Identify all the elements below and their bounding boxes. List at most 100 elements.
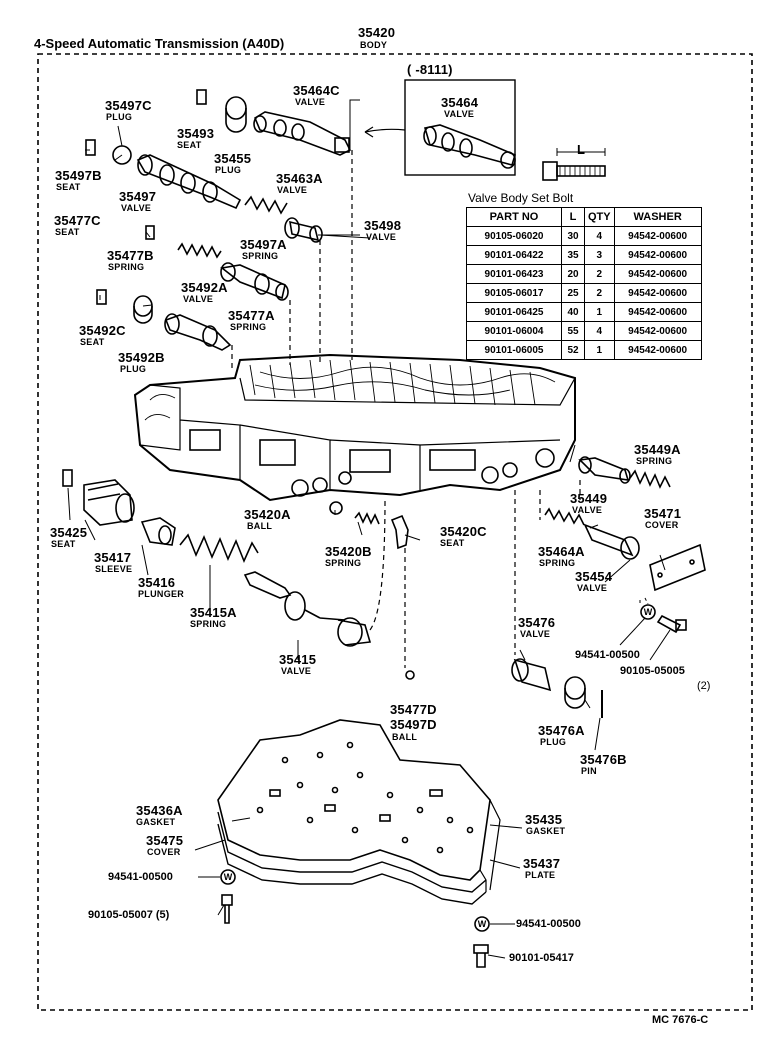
bolt-qty: 1 — [584, 340, 615, 360]
bolt-qty: 4 — [584, 321, 615, 341]
part-name-35437: PLATE — [525, 870, 556, 880]
bolt-dimension-icon — [542, 148, 606, 181]
part-number-35476: 35476 — [518, 615, 556, 630]
bolt-washer: 94542-00600 — [613, 283, 702, 303]
bolt-part-no: 90101-06425 — [466, 302, 562, 322]
bolt-part-no: 90101-06005 — [466, 340, 562, 360]
part-number-35475: 35475 — [146, 833, 184, 848]
part-name-35420a: BALL — [247, 521, 273, 531]
part-name-35416: PLUNGER — [138, 589, 185, 599]
part-name-35464a: SPRING — [539, 558, 576, 568]
assembly-frame — [37, 53, 753, 1011]
bolt-washer: 94542-00600 — [613, 321, 702, 341]
ball-35420a-icon — [329, 501, 343, 515]
bolt-90101-05417-label: 90101-05417 — [509, 952, 574, 964]
part-name-35420b: SPRING — [325, 558, 362, 568]
bolt-qty: 2 — [584, 264, 615, 284]
part-name-35436a: GASKET — [136, 817, 176, 827]
part-number-35416: 35416 — [138, 575, 176, 590]
bolt-90105-05005-qty: (2) — [697, 680, 711, 692]
part-number-35420c: 35420C — [440, 524, 487, 539]
bolt-length: 25 — [561, 283, 585, 303]
part-name-35464c: VALVE — [295, 97, 326, 107]
part-number-35471: 35471 — [644, 506, 682, 521]
seat-35420c-drawing — [390, 514, 409, 550]
seat-35477c-drawing — [145, 225, 155, 240]
part-number-35463a: 35463A — [276, 171, 323, 186]
part-name-35477a: SPRING — [230, 322, 267, 332]
bolt-qty: 3 — [584, 245, 615, 265]
washer-mark-right: W — [644, 607, 653, 617]
part-name-35476: VALVE — [520, 629, 551, 639]
spring-35497a-drawing — [244, 195, 288, 215]
bolt-washer: 94542-00600 — [613, 245, 702, 265]
part-name-35464: VALVE — [444, 109, 475, 119]
part-number-35449: 35449 — [570, 491, 608, 506]
part-name-35493: SEAT — [177, 140, 202, 150]
part-name-35497d: BALL — [392, 732, 418, 742]
part-number-35455: 35455 — [214, 151, 252, 166]
part-number-35435: 35435 — [525, 812, 563, 827]
part-name-35415: VALVE — [281, 666, 312, 676]
part-number-35493: 35493 — [177, 126, 215, 141]
part-number-35477d: 35477D — [390, 702, 437, 717]
part-name-35435: GASKET — [526, 826, 566, 836]
washer-mark-bottom: W — [478, 919, 487, 929]
part-name-35449: VALVE — [572, 505, 603, 515]
part-number-35477a: 35477A — [228, 308, 275, 323]
washer-mark-left: W — [224, 872, 233, 882]
inset-arrow — [364, 128, 406, 133]
bolt-washer: 94542-00600 — [613, 340, 702, 360]
part-number-35477b: 35477B — [107, 248, 154, 263]
bolt-part-no: 90101-06423 — [466, 264, 562, 284]
bolt-part-no: 90101-06422 — [466, 245, 562, 265]
part-number-35417: 35417 — [94, 550, 132, 565]
part-name-35415a: SPRING — [190, 619, 227, 629]
valve-35415-drawing — [243, 571, 372, 647]
bolt-90105-05007-drawing — [221, 894, 233, 924]
spring-35420b-drawing — [354, 511, 380, 525]
bolt-table-header: PART NO — [466, 207, 562, 227]
bolt-part-no: 90105-06017 — [466, 283, 562, 303]
plunger-35416-drawing — [140, 517, 176, 546]
valve-35492b-drawing — [164, 313, 232, 351]
part-number-35437: 35437 — [523, 856, 561, 871]
inset-box — [404, 79, 516, 176]
part-name-35420c: SEAT — [440, 538, 465, 548]
valve-35498-drawing — [284, 217, 323, 243]
bolt-washer: 94542-00600 — [613, 302, 702, 322]
part-number-35454: 35454 — [575, 569, 613, 584]
seat-35425-drawing — [62, 469, 73, 487]
part-name-35497a: SPRING — [242, 251, 279, 261]
washer-94541-00500-right-icon — [640, 604, 656, 620]
part-name-35497c: PLUG — [106, 112, 133, 122]
bolt-length: 52 — [561, 340, 585, 360]
plate-stack-drawing — [217, 719, 501, 905]
part-name-35425: SEAT — [51, 539, 76, 549]
bolt-table-header: WASHER — [613, 207, 702, 227]
washer-94541-00500-right-label: 94541-00500 — [575, 649, 640, 661]
part-number-35425: 35425 — [50, 525, 88, 540]
part-name-35454: VALVE — [577, 583, 608, 593]
plug-35476a-drawing — [564, 676, 586, 709]
figure-code: MC 7676-C — [652, 1014, 709, 1026]
part-number-35497b: 35497B — [55, 168, 102, 183]
part-number-35497c: 35497C — [105, 98, 152, 113]
bolt-part-no: 90101-06004 — [466, 321, 562, 341]
plug-35492b-drawing — [133, 295, 153, 324]
bolt-washer: 94542-00600 — [613, 264, 702, 284]
part-name-35475: COVER — [147, 847, 181, 857]
bolt-washer: 94542-00600 — [613, 226, 702, 246]
washer-94541-00500-left-icon — [220, 869, 236, 885]
bolt-90105-05007-label: 90105-05007 (5) — [88, 909, 170, 921]
inset-serial-range: ( -8111) — [407, 62, 453, 77]
part-number-35476a: 35476A — [538, 723, 585, 738]
bolt-90105-05005-drawing — [656, 614, 687, 634]
spring-35449a-drawing — [629, 469, 671, 489]
diagram-title: 4-Speed Automatic Transmission (A40D) — [34, 36, 285, 51]
